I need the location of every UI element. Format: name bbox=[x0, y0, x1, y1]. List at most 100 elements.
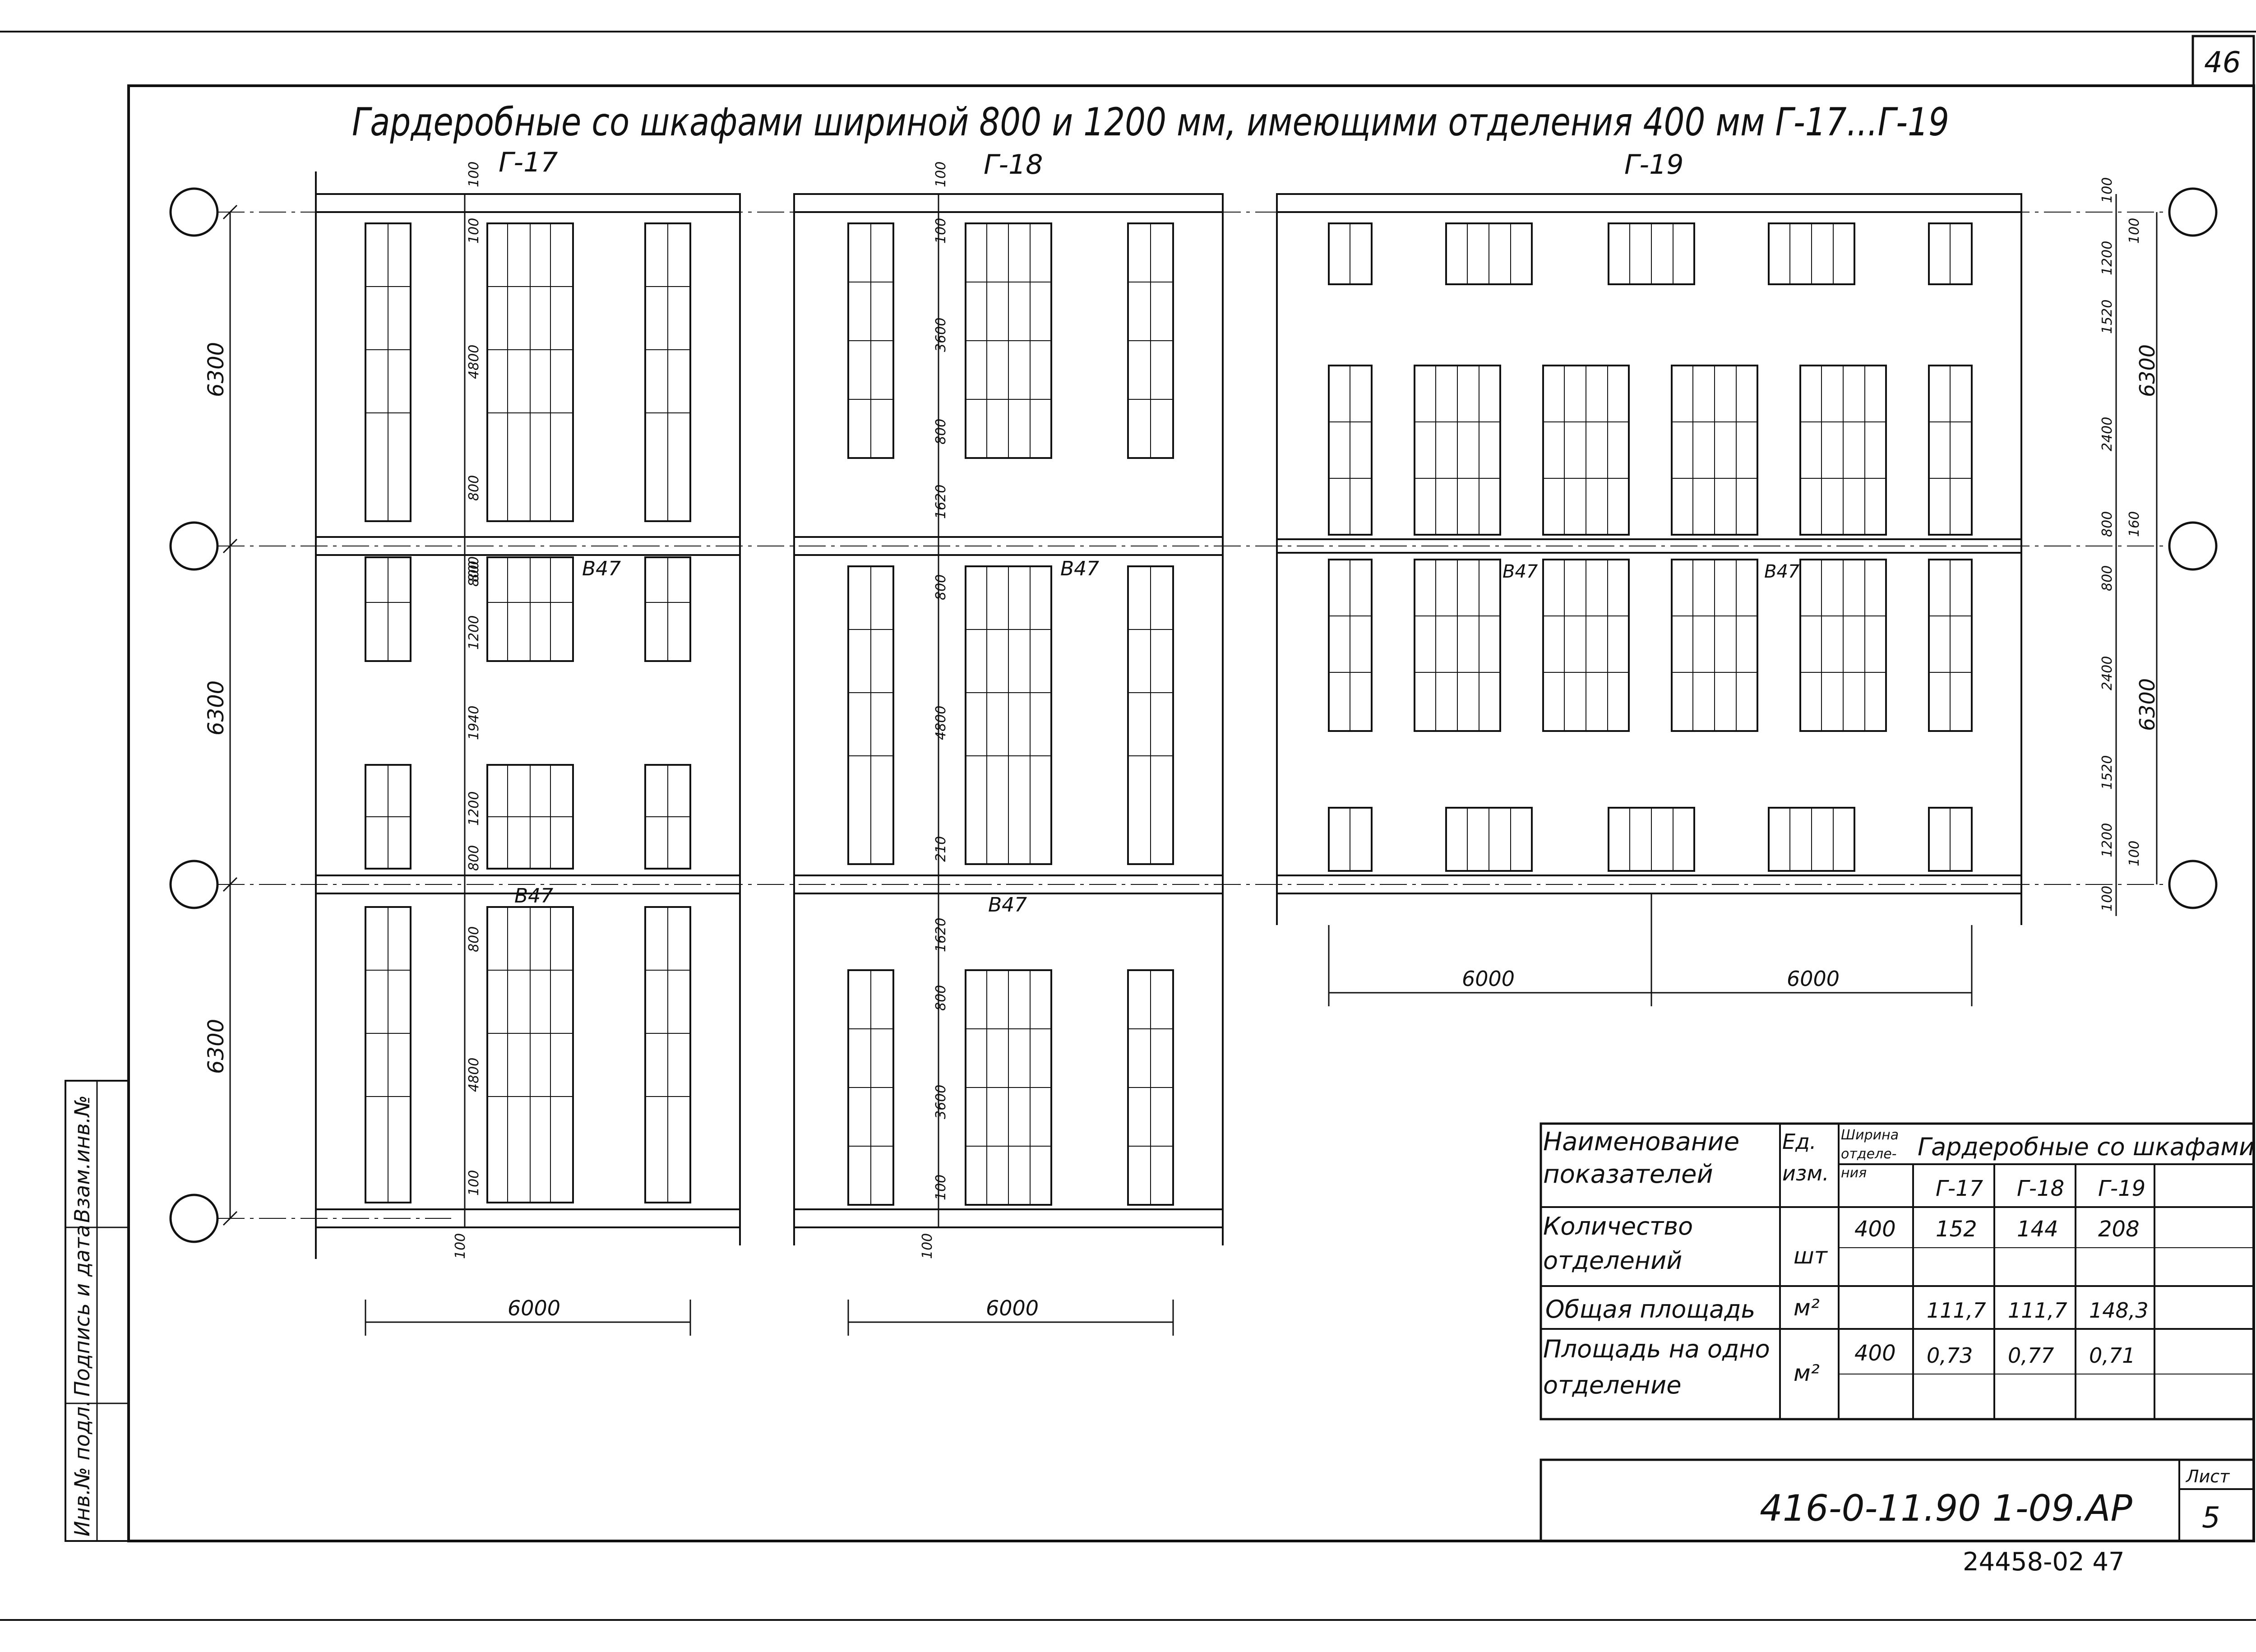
plan-g18 bbox=[793, 193, 1224, 1336]
svg-text:1200: 1200 bbox=[2099, 823, 2115, 857]
plan-g17-code: Г-17 bbox=[499, 147, 558, 178]
table-header-unit: Ед. изм. bbox=[1782, 1129, 1829, 1185]
stamp-sheet-value: 5 bbox=[2202, 1501, 2220, 1535]
table-row-3-g18: 0,77 bbox=[2008, 1343, 2054, 1368]
table-row-3-g17: 0,73 bbox=[1927, 1343, 1973, 1368]
svg-text:800: 800 bbox=[2099, 565, 2115, 591]
table-header-name: Наименование показателей bbox=[1543, 1127, 1740, 1189]
table-row-2-unit: м² bbox=[1794, 1295, 1820, 1321]
svg-text:800: 800 bbox=[2099, 511, 2115, 537]
dim-left-1: 6300 bbox=[203, 342, 229, 397]
table-col-g18: Г-18 bbox=[2017, 1176, 2064, 1201]
svg-text:800: 800 bbox=[466, 845, 482, 871]
plan-g19-right-dims: 100 100 1200 1520 2400 800 160 800 2400 … bbox=[2099, 177, 2159, 912]
svg-text:100: 100 bbox=[466, 218, 482, 244]
table-row-1-g18: 144 bbox=[2017, 1217, 2058, 1242]
svg-text:800: 800 bbox=[933, 985, 949, 1011]
svg-text:100: 100 bbox=[2099, 886, 2115, 912]
table-row-2-g19: 148,3 bbox=[2089, 1298, 2149, 1323]
plan-g19-bottom-dim-1: 6000 bbox=[1462, 967, 1515, 991]
svg-text:4800: 4800 bbox=[466, 1058, 482, 1092]
svg-text:100: 100 bbox=[920, 1233, 935, 1259]
svg-text:6300: 6300 bbox=[2135, 344, 2159, 397]
svg-text:3600: 3600 bbox=[933, 1085, 949, 1119]
table-row-2-g17: 111,7 bbox=[1927, 1298, 1986, 1323]
left-dimension-chain bbox=[222, 204, 238, 1226]
svg-text:1200: 1200 bbox=[466, 615, 482, 650]
plan-g17-door-2: В47 bbox=[514, 884, 553, 907]
svg-text:1200: 1200 bbox=[2099, 241, 2115, 275]
svg-text:800: 800 bbox=[933, 574, 949, 600]
plan-g19 bbox=[1276, 193, 2158, 1006]
svg-text:2400: 2400 bbox=[2099, 417, 2115, 451]
table-row-2-g18: 111,7 bbox=[2008, 1298, 2067, 1323]
side-stamp-replace: Взам.инв.№ bbox=[70, 1095, 94, 1223]
table-header-group: Гардеробные со шкафами bbox=[1918, 1133, 2255, 1161]
plan-g17-inner-dims: 100 100 4800 800 800 800 1200 1940 1200 … bbox=[453, 162, 482, 1259]
svg-text:1620: 1620 bbox=[933, 918, 949, 952]
svg-text:100: 100 bbox=[453, 1233, 468, 1259]
plan-g19-door-1: В47 bbox=[1502, 561, 1538, 582]
summary-table bbox=[1539, 1122, 2255, 1421]
svg-text:800: 800 bbox=[466, 561, 482, 587]
svg-text:800: 800 bbox=[466, 475, 482, 501]
dim-left-3: 6300 bbox=[203, 1019, 229, 1074]
table-row-3-name: Площадь на одно отделение bbox=[1543, 1335, 1770, 1399]
svg-text:6300: 6300 bbox=[2135, 678, 2159, 731]
plan-g17 bbox=[315, 171, 741, 1336]
plan-g19-door-2: В47 bbox=[1764, 561, 1800, 582]
table-header-width: Ширина отделе- ния bbox=[1841, 1127, 1899, 1181]
table-row-1-unit: шт bbox=[1794, 1243, 1828, 1269]
svg-text:1520: 1520 bbox=[2099, 300, 2115, 334]
svg-text:100: 100 bbox=[2099, 177, 2115, 203]
title-stamp bbox=[1539, 1458, 2255, 1542]
drawing-title: Гардеробные со шкафами шириной 800 и 120… bbox=[352, 100, 1949, 145]
table-row-1-g17: 152 bbox=[1936, 1217, 1977, 1242]
plan-g18-inner-dims: 100 100 3600 800 1620 800 4800 210 1620 … bbox=[920, 162, 949, 1259]
plan-g18-door-1: В47 bbox=[1060, 557, 1099, 580]
plan-g18-door-2: В47 bbox=[988, 893, 1027, 916]
svg-text:210: 210 bbox=[933, 836, 949, 862]
svg-text:100: 100 bbox=[933, 1175, 949, 1200]
table-row-1-width: 400 bbox=[1854, 1217, 1896, 1242]
side-stamp-signature: Подпись и дата bbox=[70, 1225, 94, 1397]
stamp-sheet-label: Лист bbox=[2185, 1467, 2230, 1486]
plan-g19-bottom-dim-2: 6000 bbox=[1787, 967, 1840, 991]
svg-text:100: 100 bbox=[2127, 218, 2142, 244]
table-col-g19: Г-19 bbox=[2098, 1176, 2145, 1201]
svg-text:100: 100 bbox=[466, 1170, 482, 1196]
svg-text:160: 160 bbox=[2127, 511, 2142, 537]
svg-text:1620: 1620 bbox=[933, 485, 949, 519]
svg-text:100: 100 bbox=[466, 162, 482, 187]
side-stamp-inv: Инв.№ подл. bbox=[70, 1400, 94, 1536]
svg-text:800: 800 bbox=[466, 556, 482, 582]
svg-text:1520: 1520 bbox=[2099, 755, 2115, 790]
side-stamp bbox=[65, 1080, 129, 1542]
table-row-1-g19: 208 bbox=[2098, 1217, 2140, 1242]
svg-text:1940: 1940 bbox=[466, 706, 482, 740]
svg-text:3600: 3600 bbox=[933, 318, 949, 352]
dim-left-2: 6300 bbox=[203, 680, 229, 736]
plan-g17-bottom-dim: 6000 bbox=[508, 1296, 560, 1320]
svg-text:800: 800 bbox=[466, 926, 482, 952]
archive-number: 24458-02 47 bbox=[1963, 1547, 2125, 1577]
table-row-3-g19: 0,71 bbox=[2089, 1343, 2135, 1368]
svg-text:4800: 4800 bbox=[466, 345, 482, 379]
svg-text:2400: 2400 bbox=[2099, 656, 2115, 690]
plan-g18-code: Г-18 bbox=[984, 149, 1043, 180]
svg-text:100: 100 bbox=[933, 162, 949, 187]
svg-text:100: 100 bbox=[2127, 841, 2142, 866]
svg-text:100: 100 bbox=[933, 218, 949, 244]
plan-g18-bottom-dim: 6000 bbox=[986, 1296, 1039, 1320]
svg-text:1200: 1200 bbox=[466, 791, 482, 826]
plan-g17-door-1: В47 bbox=[582, 557, 621, 580]
plan-g19-code: Г-19 bbox=[1624, 149, 1683, 180]
table-row-3-width: 400 bbox=[1854, 1341, 1896, 1366]
sheet-number: 46 bbox=[2204, 46, 2241, 79]
stamp-doc-code: 416-0-11.90 1-09.АР bbox=[1760, 1487, 2133, 1529]
svg-text:800: 800 bbox=[933, 419, 949, 444]
table-row-2-name: Общая площадь bbox=[1545, 1295, 1755, 1323]
table-col-g17: Г-17 bbox=[1936, 1176, 1983, 1201]
table-row-3-unit: м² bbox=[1794, 1360, 1820, 1386]
